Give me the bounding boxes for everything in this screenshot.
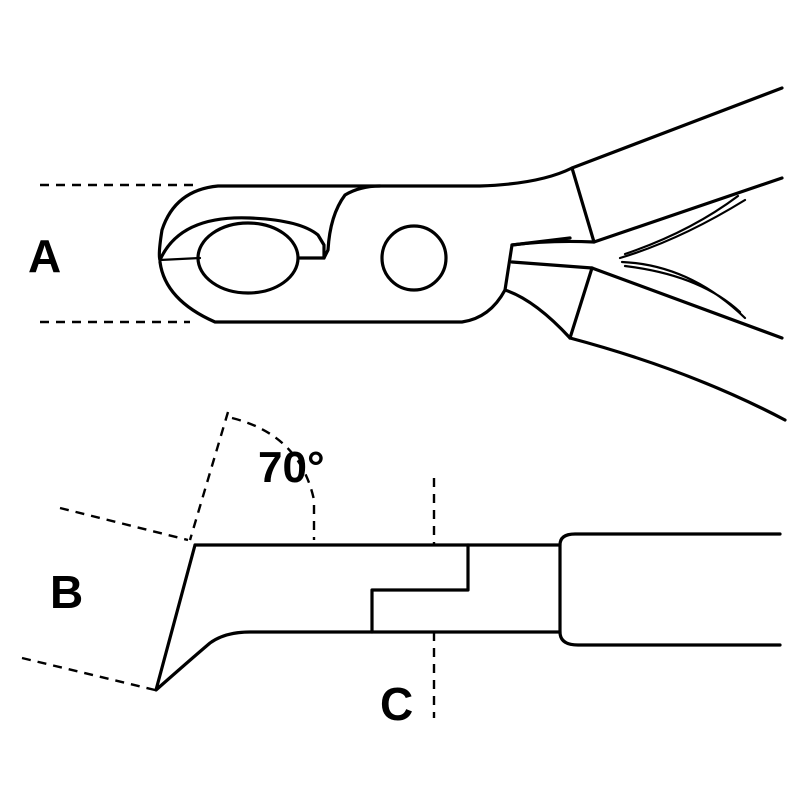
dimension-b-top-line	[59, 506, 189, 542]
pliers-head-outline	[157, 166, 574, 324]
side-handle	[558, 532, 782, 647]
pliers-pivot-rivet	[380, 224, 448, 292]
dimension-b-bottom-line	[21, 656, 156, 692]
pliers-top-view	[40, 86, 787, 422]
pliers-jaw-opening	[196, 221, 300, 295]
label-b: B	[50, 566, 83, 618]
angle-reference-line	[188, 411, 230, 541]
side-joint-step	[370, 543, 470, 634]
handle-neck	[503, 239, 596, 340]
angle-arc	[231, 416, 316, 540]
return-spring	[618, 194, 747, 320]
side-head-outline	[154, 543, 562, 692]
pliers-jaw-hook	[322, 184, 382, 260]
upper-handle-sleeve	[570, 86, 784, 244]
label-c: C	[380, 678, 413, 730]
label-a: A	[28, 230, 61, 282]
pliers-side-view	[21, 411, 782, 718]
lower-handle-sleeve	[568, 266, 787, 422]
angle-label: 70°	[258, 443, 325, 492]
pliers-cutting-edge	[158, 256, 202, 262]
pliers-jaw-cutout	[158, 216, 326, 262]
